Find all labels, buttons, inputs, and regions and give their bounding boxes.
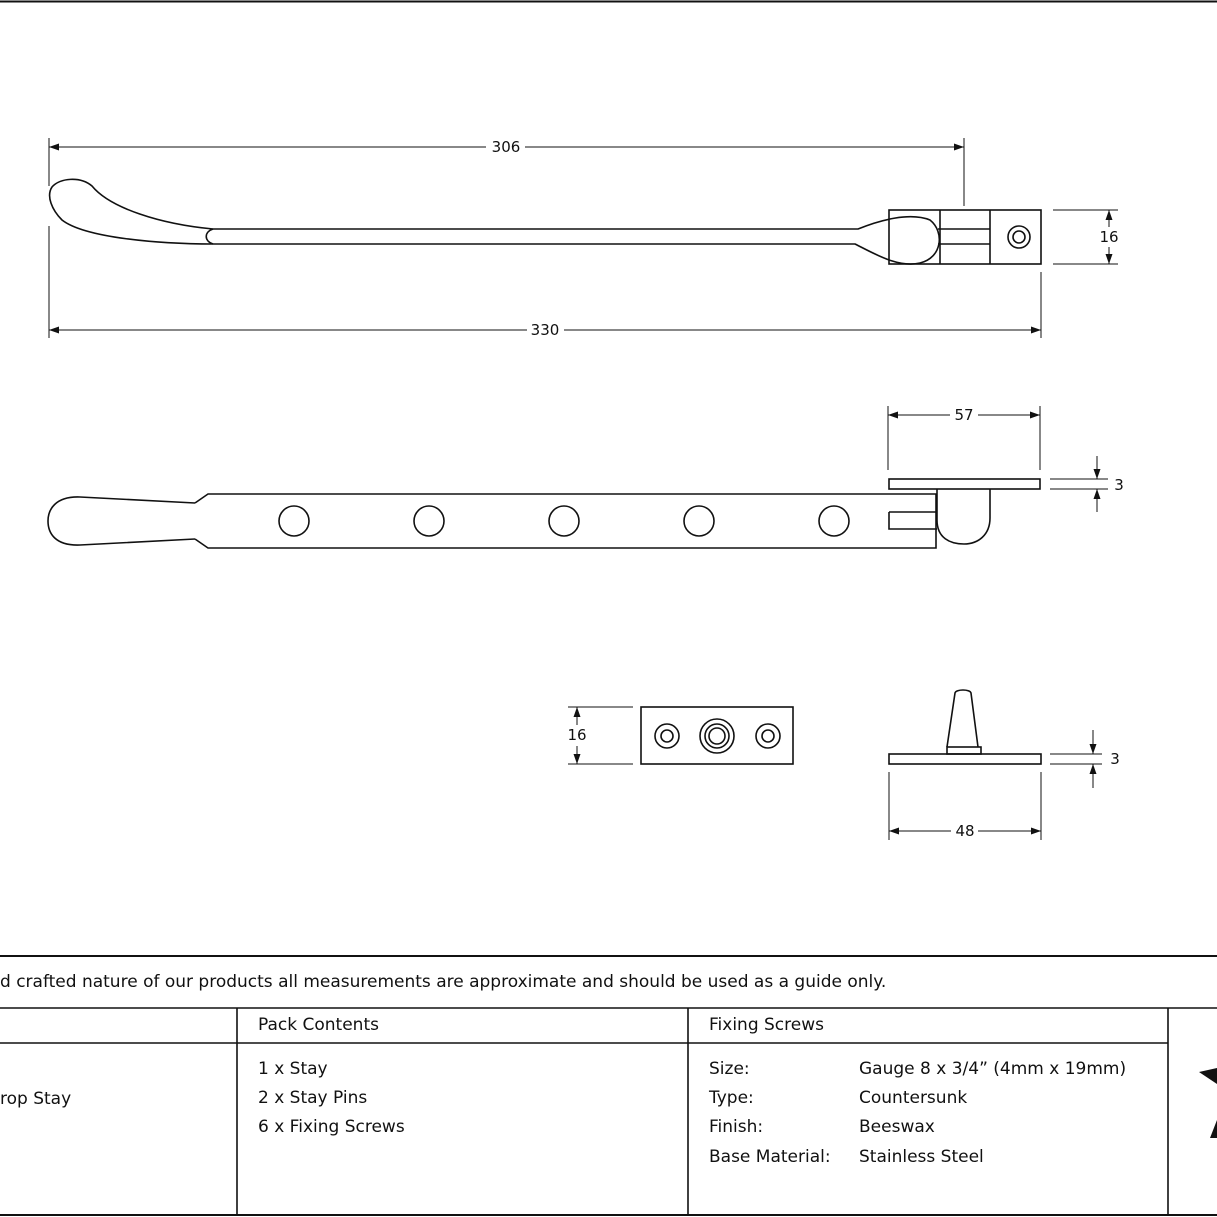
spec-label: Base Material: — [709, 1147, 831, 1167]
dim-16-top: 16 — [1099, 228, 1118, 246]
pack-item: 2 x Stay Pins — [258, 1088, 368, 1108]
spec-value: Gauge 8 x 3/4” (4mm x 19mm) — [859, 1059, 1127, 1079]
pin-plate-top-dims — [568, 706, 633, 765]
spec-label: Finish: — [709, 1117, 764, 1137]
logo-fragment — [1199, 1068, 1217, 1138]
dim-3-bracket: 3 — [1114, 476, 1124, 494]
dim-48: 48 — [955, 822, 974, 840]
spec-value: Countersunk — [859, 1088, 968, 1108]
dim-16-plate: 16 — [567, 726, 586, 744]
spec-label: Type: — [709, 1088, 754, 1108]
stay-top-view — [48, 178, 1042, 265]
disclaimer-text: d crafted nature of our products all mea… — [0, 972, 887, 992]
spec-value: Beeswax — [859, 1117, 935, 1137]
spec-label: Size: — [709, 1059, 750, 1079]
stay-top-dims — [48, 138, 1118, 338]
dim-330: 330 — [531, 321, 560, 339]
pack-contents-header: Pack Contents — [258, 1015, 379, 1035]
fixing-screws-header: Fixing Screws — [709, 1015, 824, 1035]
stay-side-view — [47, 478, 1041, 549]
spec-value: Stainless Steel — [859, 1147, 984, 1167]
dim-57: 57 — [954, 406, 973, 424]
stay-side-dims — [887, 406, 1108, 512]
pin-plate-top-view — [640, 706, 794, 765]
pin-plate-side-dims — [888, 730, 1102, 840]
pin-plate-side-view — [888, 689, 1042, 765]
pack-item: 1 x Stay — [258, 1059, 328, 1079]
dim-306: 306 — [492, 138, 521, 156]
pack-item: 6 x Fixing Screws — [258, 1117, 405, 1137]
info-table-grid — [0, 955, 1217, 1216]
dim-3-plate: 3 — [1110, 750, 1120, 768]
product-name: rop Stay — [0, 1089, 72, 1109]
